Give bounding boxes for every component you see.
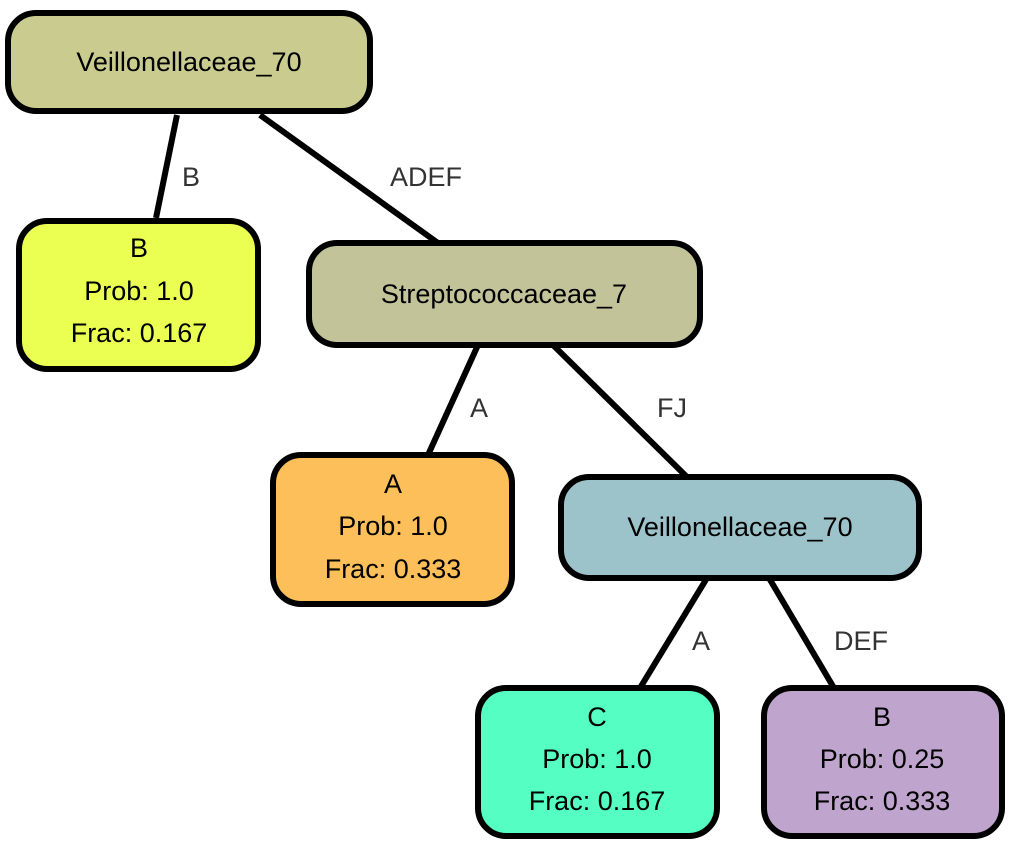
node-prob-label: Prob: 1.0	[542, 744, 652, 774]
edge-label: A	[692, 626, 710, 656]
edge-streptococcaceae-to-veillonellaceae: FJ	[550, 342, 691, 481]
edge-line	[550, 342, 691, 481]
edge-line	[258, 112, 440, 246]
node-box	[558, 474, 922, 581]
edge-line	[766, 576, 837, 690]
node-label: Streptococcaceae_7	[381, 279, 627, 309]
node-frac-label: Frac: 0.333	[325, 554, 462, 584]
edge-root-to-b-leaf: B	[153, 114, 200, 219]
edge-veillonellaceae-to-c-leaf: A	[637, 576, 710, 690]
node-label: Veillonellaceae_70	[627, 512, 852, 542]
edge-label: DEF	[834, 626, 888, 656]
node-root-veillonellaceae: Veillonellaceae_70	[5, 10, 373, 114]
node-frac-label: Frac: 0.167	[71, 318, 208, 348]
node-prob-label: Prob: 0.25	[820, 744, 945, 774]
node-box	[475, 685, 720, 839]
node-leaf-b-1: B Prob: 1.0 Frac: 0.167	[16, 218, 261, 372]
node-label: Veillonellaceae_70	[76, 47, 301, 77]
edge-label: A	[470, 393, 488, 423]
node-box	[5, 10, 373, 114]
node-class-label: B	[130, 233, 148, 263]
tree-nodes: Veillonellaceae_70 B Prob: 1.0 Frac: 0.1…	[5, 10, 1005, 839]
node-box	[16, 218, 261, 372]
node-leaf-c: C Prob: 1.0 Frac: 0.167	[475, 685, 720, 839]
edge-veillonellaceae-to-b-leaf: DEF	[766, 576, 888, 690]
node-box	[270, 452, 515, 607]
edge-label: ADEF	[390, 162, 462, 192]
edge-label: B	[182, 162, 200, 192]
node-class-label: B	[873, 702, 891, 732]
node-veillonellaceae-2: Veillonellaceae_70	[558, 474, 922, 581]
node-leaf-b-2: B Prob: 0.25 Frac: 0.333	[761, 685, 1005, 839]
node-prob-label: Prob: 1.0	[84, 276, 194, 306]
edge-root-to-streptococcaceae: ADEF	[258, 112, 462, 246]
node-frac-label: Frac: 0.167	[529, 786, 666, 816]
node-prob-label: Prob: 1.0	[338, 511, 448, 541]
node-box	[306, 240, 703, 348]
edge-label: FJ	[657, 393, 687, 423]
node-box	[761, 685, 1005, 839]
edge-streptococcaceae-to-a-leaf: A	[425, 343, 488, 457]
node-frac-label: Frac: 0.333	[814, 786, 951, 816]
node-class-label: A	[384, 469, 402, 499]
node-class-label: C	[587, 702, 607, 732]
tree-edges: B ADEF A FJ A DEF	[153, 112, 888, 690]
edge-line	[425, 343, 481, 457]
node-leaf-a: A Prob: 1.0 Frac: 0.333	[270, 452, 515, 607]
node-streptococcaceae: Streptococcaceae_7	[306, 240, 703, 348]
edge-line	[153, 114, 180, 219]
edge-line	[637, 576, 710, 690]
